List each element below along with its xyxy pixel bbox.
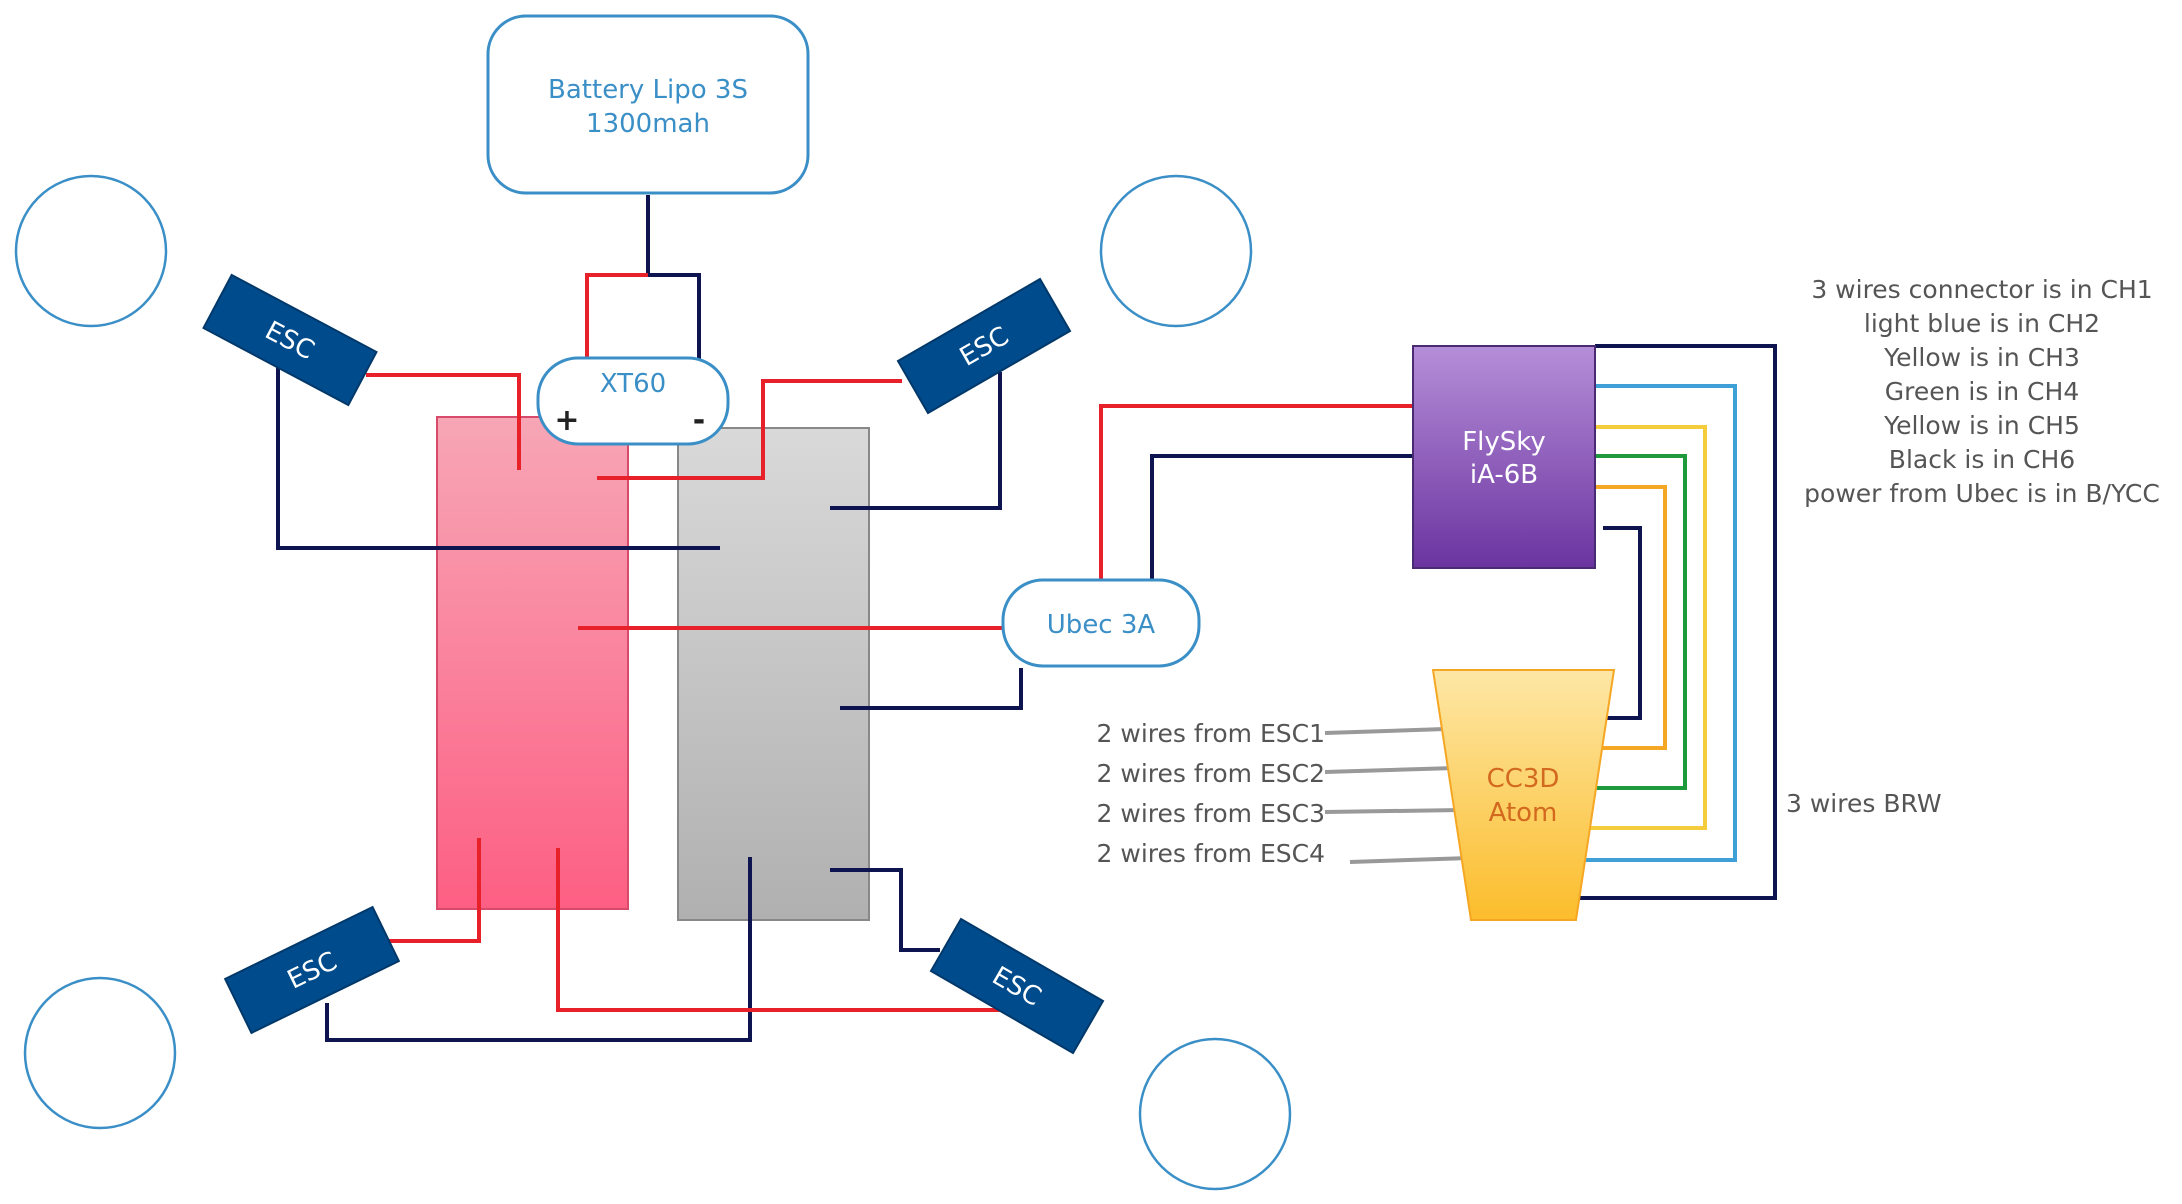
propeller-front-left [14, 174, 168, 328]
esc-front-right: ESC [896, 277, 1072, 415]
cc3d-flight-controller: CC3D Atom [1431, 669, 1616, 921]
ch4-green-wire [1589, 454, 1687, 790]
esc-input-label-1: 2 wires from ESC1 [1097, 719, 1325, 748]
ubec-module: Ubec 3A [1001, 578, 1201, 668]
ubec-to-receiver-positive [1099, 404, 1413, 580]
esc-input-label-2: 2 wires from ESC2 [1097, 759, 1325, 788]
brw-label: 3 wires BRW [1786, 789, 1942, 818]
ubec-negative-wire [840, 668, 1023, 710]
xt60-plus: + [554, 403, 579, 438]
propeller-rear-left [23, 976, 177, 1130]
esc2-negative-wire [830, 372, 1002, 510]
esc3-signal-wire [1324, 808, 1463, 814]
note-line-1: 3 wires connector is in CH1 [1811, 275, 2152, 304]
esc4-positive-wire [556, 848, 1005, 1012]
positive-bus-bar [436, 416, 629, 910]
receiver-label-line2: iA-6B [1470, 460, 1538, 490]
note-line-3: Yellow is in CH3 [1883, 343, 2080, 372]
battery-label-line1: Battery Lipo 3S [548, 75, 748, 105]
ch6-black-wire [1600, 526, 1642, 720]
channel-notes: 3 wires connector is in CH1 light blue i… [1804, 275, 2160, 508]
esc-front-left: ESC [202, 273, 378, 407]
esc1-signal-wire [1324, 727, 1446, 735]
xt60-minus: - [693, 403, 705, 438]
ubec-to-receiver-negative [1150, 454, 1413, 580]
ch5-orange-wire [1592, 485, 1667, 750]
esc-input-label-3: 2 wires from ESC3 [1097, 799, 1325, 828]
esc4-negative-wire [830, 868, 940, 952]
battery-label-line2: 1300mah [586, 109, 710, 139]
esc1-positive-wire [366, 373, 521, 470]
ubec-label: Ubec 3A [1047, 610, 1156, 640]
esc-rear-right: ESC [929, 917, 1105, 1055]
xt60-positive-lead [597, 379, 902, 480]
esc4-signal-wire [1349, 856, 1471, 864]
note-line-2: light blue is in CH2 [1864, 309, 2100, 338]
esc-rear-left: ESC [223, 905, 401, 1035]
battery-lipo: Battery Lipo 3S 1300mah [486, 14, 810, 195]
fc-label-line1: CC3D [1487, 764, 1560, 794]
esc-input-label-4: 2 wires from ESC4 [1097, 839, 1325, 868]
receiver-label-line1: FlySky [1462, 427, 1546, 457]
fc-label-line2: Atom [1489, 798, 1558, 828]
battery-positive-wire [585, 273, 648, 360]
propeller-front-right [1099, 174, 1253, 328]
xt60-label: XT60 [600, 369, 666, 399]
ch3-yellow-wire [1585, 425, 1707, 830]
esc3-negative-wire [325, 857, 752, 1042]
negative-bus-bar [677, 427, 870, 921]
xt60-connector: XT60 + - [536, 356, 730, 446]
battery-negative-wire [646, 195, 701, 360]
propeller-rear-right [1138, 1037, 1292, 1191]
wires [276, 195, 1777, 1042]
note-line-7: power from Ubec is in B/YCC [1804, 479, 2160, 508]
flysky-receiver: FlySky iA-6B [1412, 345, 1596, 569]
esc3-positive-wire [380, 838, 481, 943]
ch2-lightblue-wire [1582, 384, 1737, 862]
note-line-4: Green is in CH4 [1885, 377, 2079, 406]
note-line-5: Yellow is in CH5 [1883, 411, 2080, 440]
esc2-signal-wire [1324, 766, 1456, 774]
note-line-6: Black is in CH6 [1889, 445, 2075, 474]
esc1-negative-wire [276, 360, 720, 550]
